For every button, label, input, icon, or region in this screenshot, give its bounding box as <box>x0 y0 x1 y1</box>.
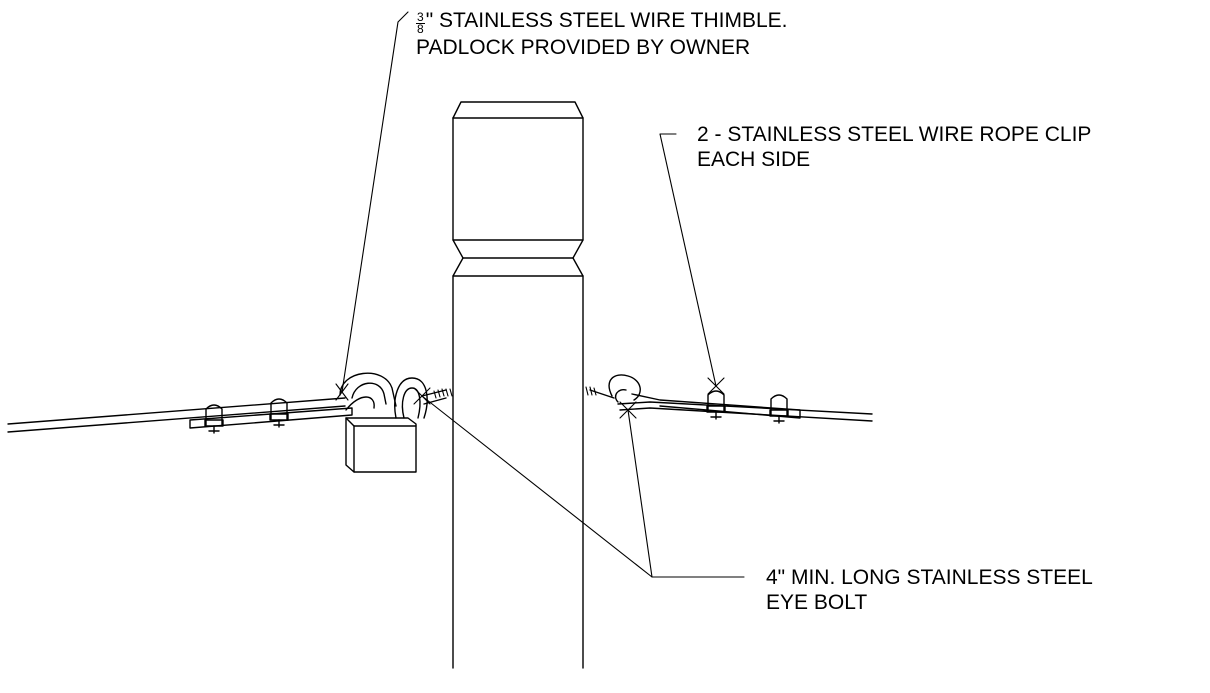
thimble-leader-line <box>335 11 409 401</box>
bollard-post <box>452 101 584 669</box>
thimble-callout-line2: PADLOCK PROVIDED BY OWNER <box>416 36 751 59</box>
eye-bolt-callout-line1: 4" MIN. LONG STAINLESS STEEL <box>766 566 1093 589</box>
right-eye-bolt <box>585 374 641 403</box>
right-wire-rope <box>617 393 873 422</box>
left-rope-clip-1 <box>204 404 224 434</box>
eye-bolt-leader-lines <box>413 387 745 578</box>
eye-bolt-callout-line2: EYE BOLT <box>766 591 868 614</box>
left-eye-bolt <box>421 388 453 405</box>
fraction-numerator: 3 <box>416 10 425 24</box>
rope-clip-callout-line2: EACH SIDE <box>697 148 811 171</box>
right-rope-clip-1 <box>706 390 726 420</box>
eye-bolt-callout: 4" MIN. LONG STAINLESS STEEL EYE BOLT <box>766 565 1093 615</box>
fraction-denominator: 8 <box>417 22 424 36</box>
left-rope-clip-2 <box>269 398 289 428</box>
rope-clip-callout-line1: 2 - STAINLESS STEEL WIRE ROPE CLIP <box>697 123 1092 146</box>
thimble-callout-text: " STAINLESS STEEL WIRE THIMBLE. <box>425 9 788 32</box>
rope-clip-leader-line <box>659 133 725 395</box>
wire-thimble <box>339 372 397 411</box>
padlock <box>345 377 428 473</box>
left-wire-rope <box>7 397 353 433</box>
rope-clip-callout: 2 - STAINLESS STEEL WIRE ROPE CLIP EACH … <box>697 122 1091 172</box>
right-rope-clip-2 <box>769 394 789 424</box>
